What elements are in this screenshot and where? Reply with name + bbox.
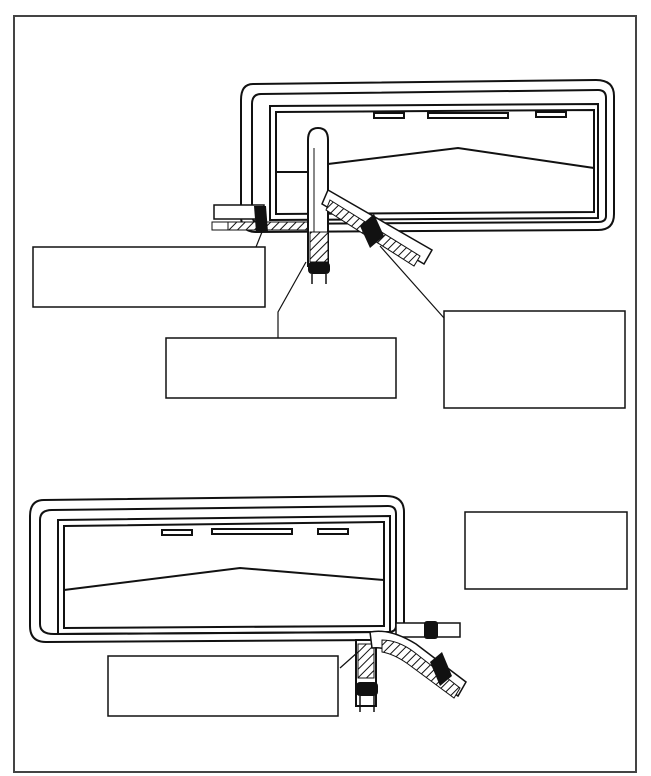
top-callout-center	[165, 337, 397, 399]
page-frame	[13, 15, 637, 773]
bottom-callout-upper-right	[464, 511, 628, 590]
bottom-leader-lines	[339, 651, 359, 669]
bottom-right-pipe	[395, 621, 461, 639]
bottom-callout-lower-left	[107, 655, 339, 717]
bottom-curved-pipe	[369, 630, 467, 699]
bottom-indoor-unit	[29, 494, 405, 644]
bottom-vertical-pipe	[355, 639, 378, 712]
top-leader-lines	[255, 231, 445, 338]
top-indoor-unit	[240, 78, 615, 234]
top-callout-left	[32, 246, 266, 308]
top-vertical-pipe	[307, 126, 330, 284]
top-callout-right	[443, 310, 626, 409]
top-left-band	[254, 206, 268, 232]
top-diagonal-pipe	[321, 188, 434, 267]
